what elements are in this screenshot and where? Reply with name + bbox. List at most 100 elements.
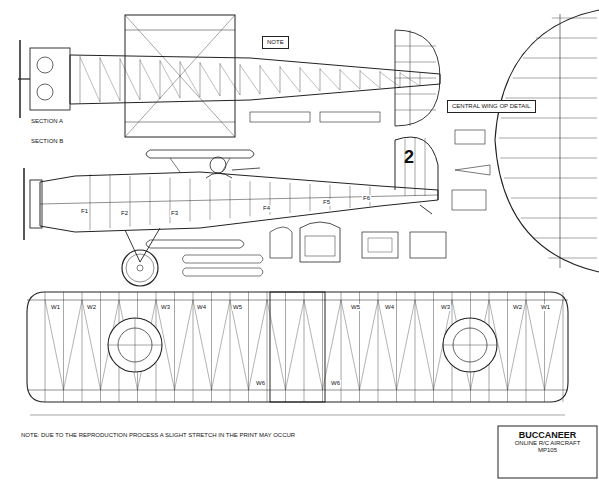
part-label: W5 (232, 304, 243, 311)
fuselage-spacer (220, 63, 221, 96)
trailing-edge (27, 390, 568, 391)
fuselage-upright (210, 179, 211, 219)
fuselage-spacer (280, 66, 281, 93)
part-label: W3 (160, 304, 171, 311)
strip-part (250, 112, 310, 122)
truss-diagonal (341, 300, 360, 390)
detail-part (455, 165, 490, 175)
wing-rib (100, 292, 101, 402)
tail-skid (420, 205, 432, 214)
fuselage-side-view (40, 172, 438, 232)
fuselage-spacer (140, 59, 141, 100)
cross-brace (220, 64, 240, 95)
elevator-rib (511, 198, 597, 199)
pilot-head (210, 157, 226, 173)
wheel-hub (137, 265, 143, 271)
leading-edge (27, 300, 568, 301)
truss-diagonal (304, 300, 323, 390)
note-heading: NOTE (267, 39, 284, 46)
part-label: F2 (120, 210, 129, 217)
cross-brace (340, 70, 360, 89)
roundel-line (470, 318, 471, 372)
wheel-rim (126, 254, 154, 282)
wing-rib (63, 292, 64, 402)
elevator-rib (548, 258, 597, 259)
roundel (443, 318, 497, 372)
detail-part (455, 130, 485, 144)
detail-part (452, 190, 486, 210)
part-label: W1 (50, 304, 61, 311)
wing-rib (45, 292, 46, 402)
roundel-line (135, 318, 136, 372)
part-label: SECTION B (30, 138, 64, 145)
truss-diagonal (415, 300, 434, 390)
elevator-rib (552, 18, 597, 19)
cross-brace (100, 58, 120, 101)
former-section (300, 222, 340, 262)
cross-brace (280, 67, 300, 92)
fuselage-upright (250, 181, 251, 216)
truss-diagonal (526, 300, 545, 390)
truss-diagonal (175, 300, 194, 390)
cross-brace (320, 69, 340, 90)
truss-diagonal (508, 300, 527, 390)
former-section (362, 232, 398, 258)
truss-diagonal (212, 300, 231, 390)
former-section (410, 232, 446, 258)
rib-template (183, 255, 264, 263)
wing-rib (193, 292, 194, 402)
wing-rib (267, 292, 268, 402)
datum-line (40, 195, 438, 204)
fuselage-spacer (160, 60, 161, 99)
rudder-side-view (395, 137, 438, 200)
elevator-rib (504, 178, 597, 179)
fuselage-spacer (360, 70, 361, 89)
stab-rib (395, 62, 436, 63)
elevator-rib (513, 78, 597, 79)
fuselage-upright (310, 184, 311, 211)
wing-rib (230, 292, 231, 402)
cross-brace (120, 59, 140, 100)
fuselage-spacer (340, 69, 341, 90)
truss-diagonal (45, 300, 64, 390)
elevator-rib (505, 98, 597, 99)
spar (125, 30, 235, 31)
wing-rib (285, 292, 286, 402)
aircraft-number: 2 (403, 148, 415, 168)
truss-diagonal (545, 300, 564, 390)
stab-rib (395, 46, 436, 47)
upper-wing-section (146, 150, 254, 158)
part-label: W2 (512, 304, 523, 311)
centre-section (125, 15, 235, 137)
wing-rib (396, 292, 397, 402)
wing-rib (526, 292, 527, 402)
wheel (122, 250, 158, 286)
wing-rib (378, 292, 379, 402)
part-label: W2 (86, 304, 97, 311)
cabane-strut (170, 158, 180, 172)
stabilizer-top-view (395, 30, 440, 126)
part-label: W4 (196, 304, 207, 311)
wing-rib (174, 292, 175, 402)
propeller-side (23, 168, 25, 240)
cross-brace (360, 71, 380, 88)
fuselage-upright (90, 174, 91, 230)
cross-brace (140, 60, 160, 99)
fuselage-upright (290, 183, 291, 213)
title-line: ONLINE R/C AIRCRAFT (504, 440, 591, 447)
elevator-planform (495, 10, 599, 272)
engine-outline (30, 48, 70, 110)
truss-diagonal (193, 300, 212, 390)
wing-rib (304, 292, 305, 402)
fuselage-spacer (240, 64, 241, 95)
wing-rib (563, 292, 564, 402)
note-box: NOTE (262, 36, 289, 49)
fuselage-spacer (260, 65, 261, 94)
hinge-line (410, 30, 411, 126)
part-label: SECTION A (30, 118, 64, 125)
fuselage-upright (150, 177, 151, 225)
engine-cylinder (37, 84, 53, 100)
rib-template (183, 268, 264, 276)
fuselage-spacer (380, 71, 381, 88)
